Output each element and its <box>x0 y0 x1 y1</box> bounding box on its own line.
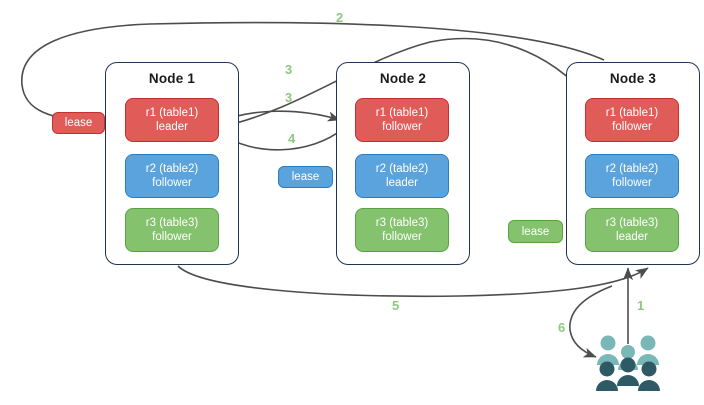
node-3-replica-r1-line1: r1 (table1) <box>605 107 659 119</box>
node-1-replica-r2-line1: r2 (table2) <box>145 163 199 175</box>
node-3-replica-r3-line2: leader <box>616 231 648 243</box>
node-2-replica-r2-line1: r2 (table2) <box>375 163 429 175</box>
node-1-replica-r2[interactable]: r2 (table2) follower <box>125 154 219 198</box>
step-label-3-upper: 3 <box>285 62 293 77</box>
lease-badge-green[interactable]: lease <box>508 220 563 243</box>
node-2-replica-r1-line2: follower <box>382 121 422 133</box>
node-1-title: Node 1 <box>148 71 196 86</box>
step-label-1: 1 <box>637 298 645 313</box>
lease-badge-blue[interactable]: lease <box>278 166 333 188</box>
arrow-step-2 <box>21 21 605 128</box>
node-3-replica-r3[interactable]: r3 (table3) leader <box>585 208 679 252</box>
node-2-replica-r1[interactable]: r1 (table1) follower <box>355 98 449 142</box>
arrow-step-4 <box>221 127 345 151</box>
users-group-icon <box>596 334 660 392</box>
node-3-replica-r2-line2: follower <box>612 177 652 189</box>
lease-badge-red[interactable]: lease <box>52 112 105 134</box>
node-3-replica-r3-line1: r3 (table3) <box>605 217 659 229</box>
node-2-replica-r3-line1: r3 (table3) <box>375 217 429 229</box>
node-2-replica-r1-line1: r1 (table1) <box>375 107 429 119</box>
node-1-replica-r2-line2: follower <box>152 177 192 189</box>
node-3-replica-r2-line1: r2 (table2) <box>605 163 659 175</box>
node-3-replica-r1[interactable]: r1 (table1) follower <box>585 98 679 142</box>
step-label-6: 6 <box>558 320 566 335</box>
arrow-step-6 <box>569 285 613 358</box>
step-label-3-lower: 3 <box>285 90 293 105</box>
node-1-replica-r3-line2: follower <box>152 231 192 243</box>
node-2-replica-r2-line2: leader <box>386 177 418 189</box>
node-2-replica-r3-line2: follower <box>382 231 422 243</box>
arrow-step-5 <box>177 265 649 298</box>
arrow-step-3-upper <box>219 37 599 128</box>
node-2-title: Node 2 <box>379 71 427 86</box>
node-1-replica-r1-line1: r1 (table1) <box>145 107 199 119</box>
node-1-replica-r3-line1: r3 (table3) <box>145 217 199 229</box>
node-3-title: Node 3 <box>609 71 657 86</box>
step-label-4: 4 <box>288 131 296 146</box>
node-3-replica-r1-line2: follower <box>612 121 652 133</box>
node-3-replica-r2[interactable]: r2 (table2) follower <box>585 154 679 198</box>
node-1-replica-r3[interactable]: r3 (table3) follower <box>125 208 219 252</box>
step-label-5: 5 <box>392 298 400 313</box>
node-1-replica-r1-line2: leader <box>156 121 188 133</box>
node-2-replica-r2[interactable]: r2 (table2) leader <box>355 154 449 198</box>
node-1-replica-r1[interactable]: r1 (table1) leader <box>125 98 219 142</box>
node-2-replica-r3[interactable]: r3 (table3) follower <box>355 208 449 252</box>
step-label-2: 2 <box>336 10 344 25</box>
